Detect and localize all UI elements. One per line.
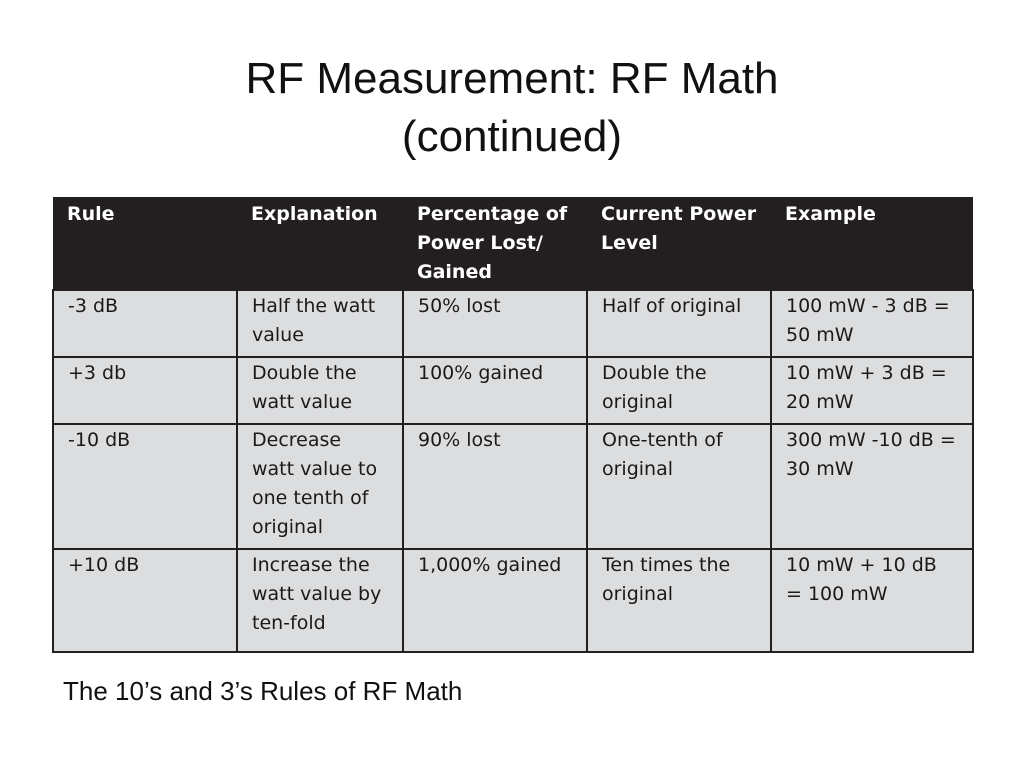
cell-example: 300 mW -10 dB = 30 mW [770,423,974,550]
table-row: -10 dB Decrease watt value to one tenth … [52,423,974,550]
cell-explanation: Half the watt value [236,289,404,358]
cell-explanation: Decrease watt value to one tenth of orig… [236,423,404,550]
header-example: Example [771,197,973,290]
cell-current-power-level: Half of original [586,289,772,358]
cell-example: 10 mW + 3 dB = 20 mW [770,356,974,425]
cell-rule: +10 dB [52,548,238,653]
cell-percentage: 90% lost [402,423,588,550]
header-current-power-level: Current Power Level [587,197,771,290]
header-rule: Rule [53,197,237,290]
header-explanation: Explanation [237,197,403,290]
table-row: +3 db Double the watt value 100% gained … [52,356,974,425]
cell-rule: -3 dB [52,289,238,358]
slide-title: RF Measurement: RF Math (continued) [0,50,1024,166]
table-caption: The 10’s and 3’s Rules of RF Math [63,676,463,706]
cell-rule: +3 db [52,356,238,425]
cell-percentage: 1,000% gained [402,548,588,653]
cell-example: 100 mW - 3 dB = 50 mW [770,289,974,358]
table-header-row: Rule Explanation Percentage of Power Los… [53,197,973,290]
cell-current-power-level: One-tenth of original [586,423,772,550]
cell-explanation: Double the watt value [236,356,404,425]
table-row: +10 dB Increase the watt value by ten-fo… [52,548,974,653]
cell-percentage: 100% gained [402,356,588,425]
slide-title-line-2: (continued) [401,112,623,161]
header-percentage: Percentage of Power Lost/ Gained [403,197,587,290]
table-row: -3 dB Half the watt value 50% lost Half … [52,289,974,358]
cell-current-power-level: Double the original [586,356,772,425]
rf-math-rules-table: Rule Explanation Percentage of Power Los… [52,197,974,653]
cell-percentage: 50% lost [402,289,588,358]
slide-title-line-1: RF Measurement: RF Math [245,54,779,103]
cell-rule: -10 dB [52,423,238,550]
cell-explanation: Increase the watt value by ten-fold [236,548,404,653]
cell-current-power-level: Ten times the original [586,548,772,653]
cell-example: 10 mW + 10 dB = 100 mW [770,548,974,653]
